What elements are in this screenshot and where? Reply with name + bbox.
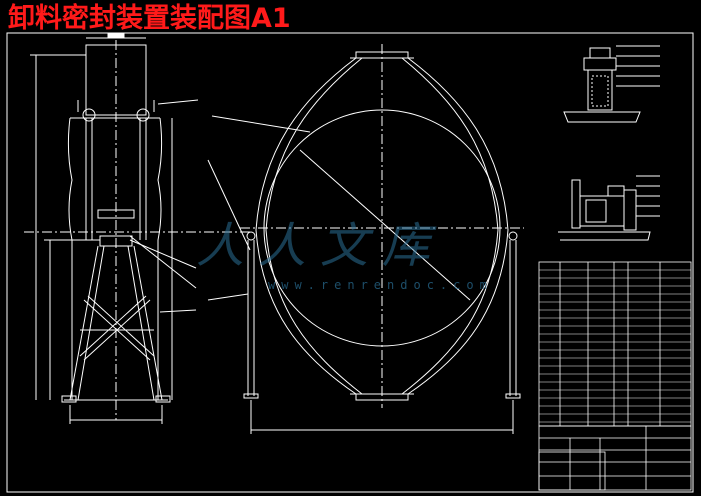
title-block xyxy=(538,425,692,491)
parts-list-rows xyxy=(539,269,691,423)
parts-list xyxy=(538,261,692,427)
drawing-border xyxy=(6,32,694,493)
revision-block xyxy=(538,451,606,491)
left-support-view xyxy=(24,33,250,424)
detail-views xyxy=(558,45,660,241)
page-title: 卸料密封装置装配图A1 xyxy=(8,3,291,34)
vessel-view xyxy=(207,44,524,434)
watermark-url: www.renrendoc.com xyxy=(268,278,493,292)
watermark-text: 人人文库 xyxy=(196,218,445,274)
